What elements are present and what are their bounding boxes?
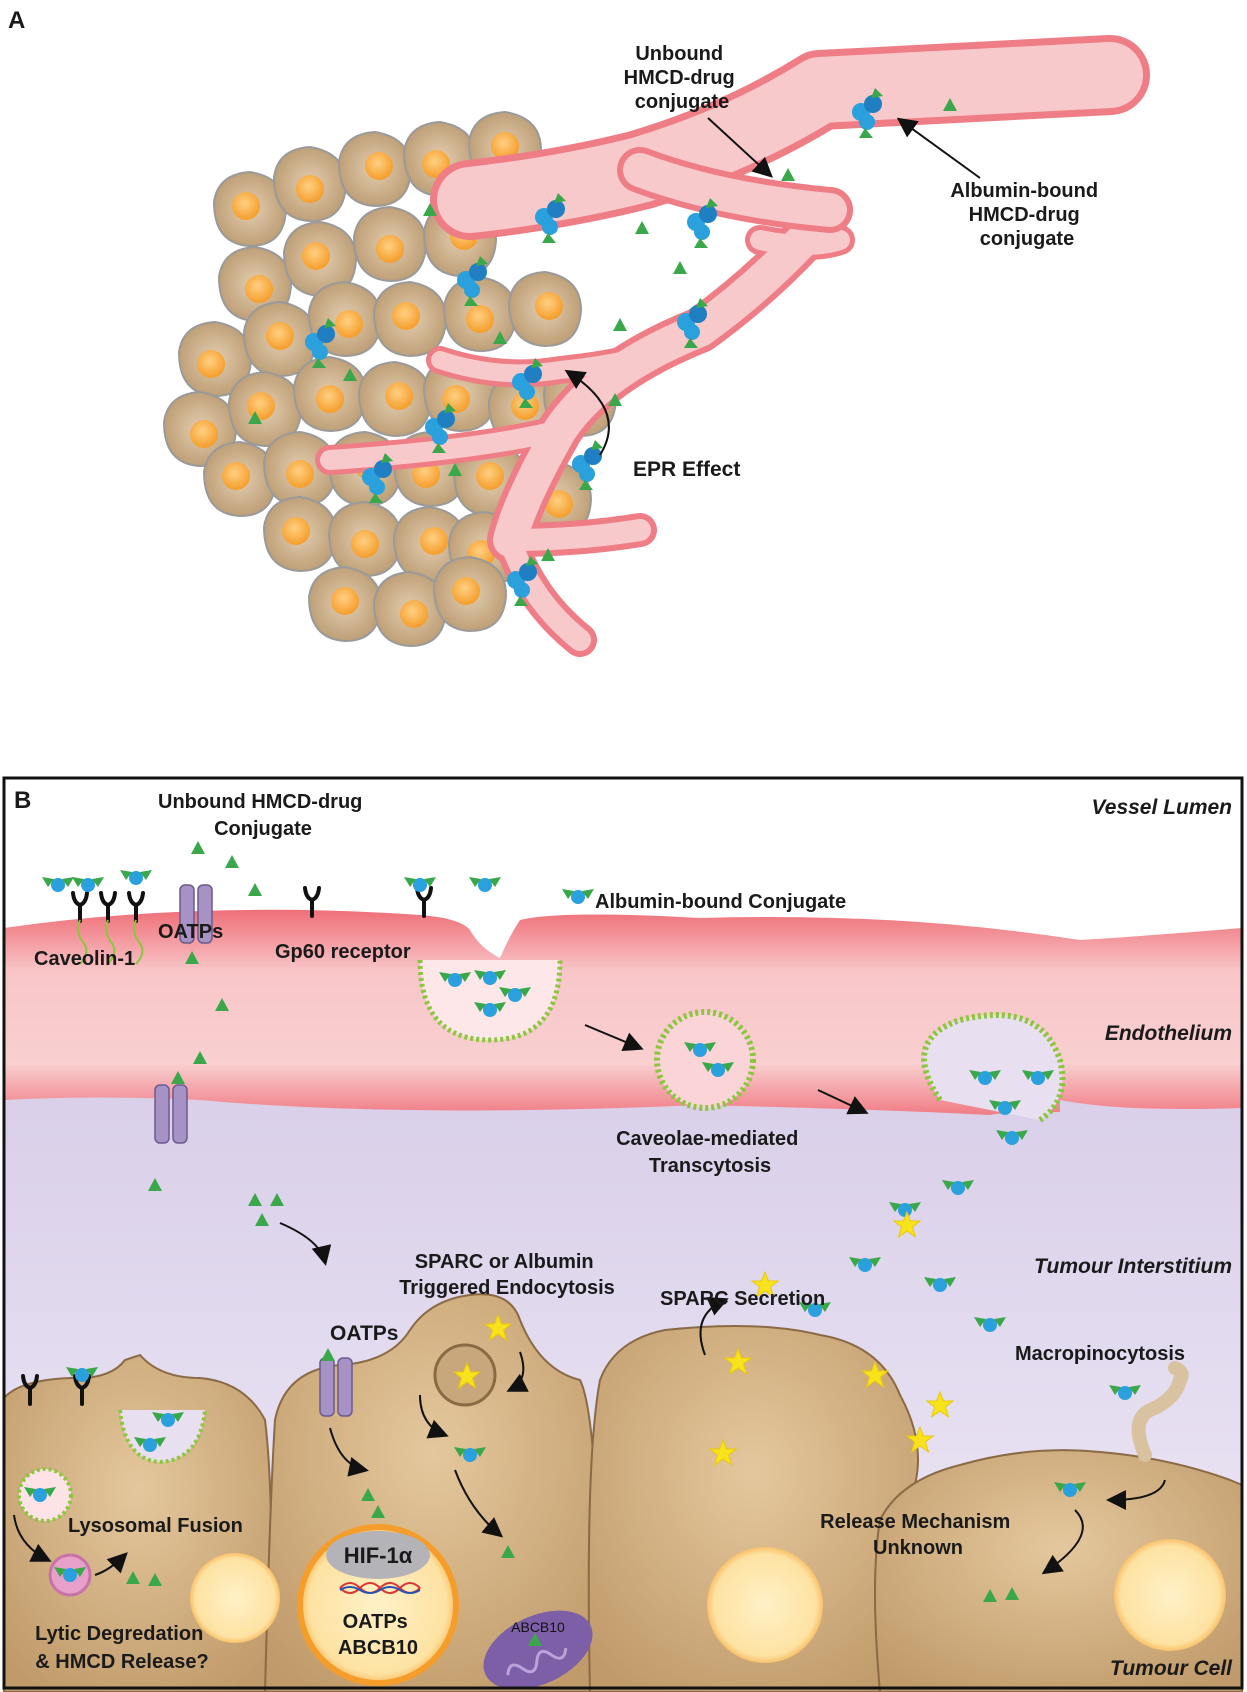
cell-nucleus [302,242,330,270]
gp60-label: Gp60 receptor [275,941,411,963]
panel-a: A [8,7,1150,657]
cell-nucleus [466,305,494,333]
albumin-arrow [896,117,981,179]
release-label: Release Mechanism Unknown [820,1511,1016,1559]
abcb10-label: ABCB10 [511,1619,565,1635]
panel-b-arrows [13,1024,1166,1576]
nucleus-cell-4 [1114,1539,1226,1651]
cell-nucleus [376,235,404,263]
cell-nucleus [282,517,310,545]
panel-b: B Vessel Lumen Endothelium Tumour Inters… [2,776,1244,1692]
cell-nucleus [331,587,359,615]
interstitium-label: Tumour Interstitium [1034,1255,1232,1278]
nucleus-cell-1 [190,1553,280,1643]
cell-nucleus [266,322,294,350]
hif-label: HIF-1α [344,1543,413,1568]
cell-nucleus [535,292,563,320]
cell-nucleus [476,462,504,490]
cell-nucleus [400,600,428,628]
nucleus-genes-label: OATPs ABCB10 [338,1611,418,1659]
cell-nucleus [197,350,225,378]
cell-nucleus [296,175,324,203]
unbound-arrow [707,117,773,178]
epr-label: EPR Effect [633,458,740,481]
sparc-endo-label: SPARC or Albumin Triggered Endocytosis [399,1251,615,1299]
panel-a-annotations: Unbound HMCD-drug conjugate Albumin-boun… [564,43,1103,481]
lysosomal-label: Lysosomal Fusion [68,1515,243,1537]
cell-nucleus [452,577,480,605]
albumin-label-a: Albumin-bound HMCD-drug conjugate [950,180,1103,250]
hif-blob [326,1531,430,1579]
cell-nucleus [245,275,273,303]
tumour-cell-cluster [162,110,693,648]
cell-nucleus [316,385,344,413]
cell-nucleus [385,382,413,410]
oatps-top-label: OATPs [158,921,223,943]
oatps-cell-label: OATPs [330,1322,398,1345]
unbound-label-b: Unbound HMCD-drug Conjugate [158,791,368,840]
caveolin-label: Caveolin-1 [34,948,135,970]
cell-nucleus [247,392,275,420]
caveolae-vesicle [654,1009,756,1111]
mitochondrion-icon [483,1610,593,1690]
caveolae-label: Caveolae-mediated Transcytosis [616,1128,804,1177]
cell-nucleus [491,132,519,160]
oatp-channels [154,884,353,1417]
lytic-label: Lytic Degredation & HMCD Release? [35,1623,209,1673]
endothelium-label: Endothelium [1105,1022,1232,1045]
nucleus-cell-3 [707,1547,823,1663]
blood-vessel [315,35,1150,657]
nuclei-b [190,1524,1226,1690]
cell-nucleus [545,490,573,518]
panel-a-letter: A [8,7,25,34]
cell-nucleus [420,527,448,555]
tumour-cell-label: Tumour Cell [1110,1657,1233,1680]
panel-b-frame [2,776,1244,1690]
cell-pit-1 [118,1409,207,1465]
cell-nucleus [190,420,218,448]
albumin-bound-label: Albumin-bound Conjugate [595,891,846,913]
macropinocytosis-label: Macropinocytosis [1015,1343,1185,1365]
cell-nucleus [392,302,420,330]
cell-nucleus [365,152,393,180]
dna-strand-icon [339,1586,421,1594]
sparc-secretion-label: SPARC Secretion [660,1288,825,1310]
lumen-label: Vessel Lumen [1092,796,1232,819]
macropinocytosis-ruffle [1131,1361,1189,1462]
cell-nucleus [222,462,250,490]
unbound-label-a: Unbound HMCD-drug conjugate [624,43,741,113]
cell-nucleus [351,530,379,558]
caveola-open [921,1012,1066,1123]
epr-arrow [564,369,610,456]
cell-nucleus [286,460,314,488]
cell-nucleus [232,192,260,220]
caveolin-strands [77,919,144,965]
panel-b-letter: B [14,787,31,814]
cell-nucleus [335,310,363,338]
